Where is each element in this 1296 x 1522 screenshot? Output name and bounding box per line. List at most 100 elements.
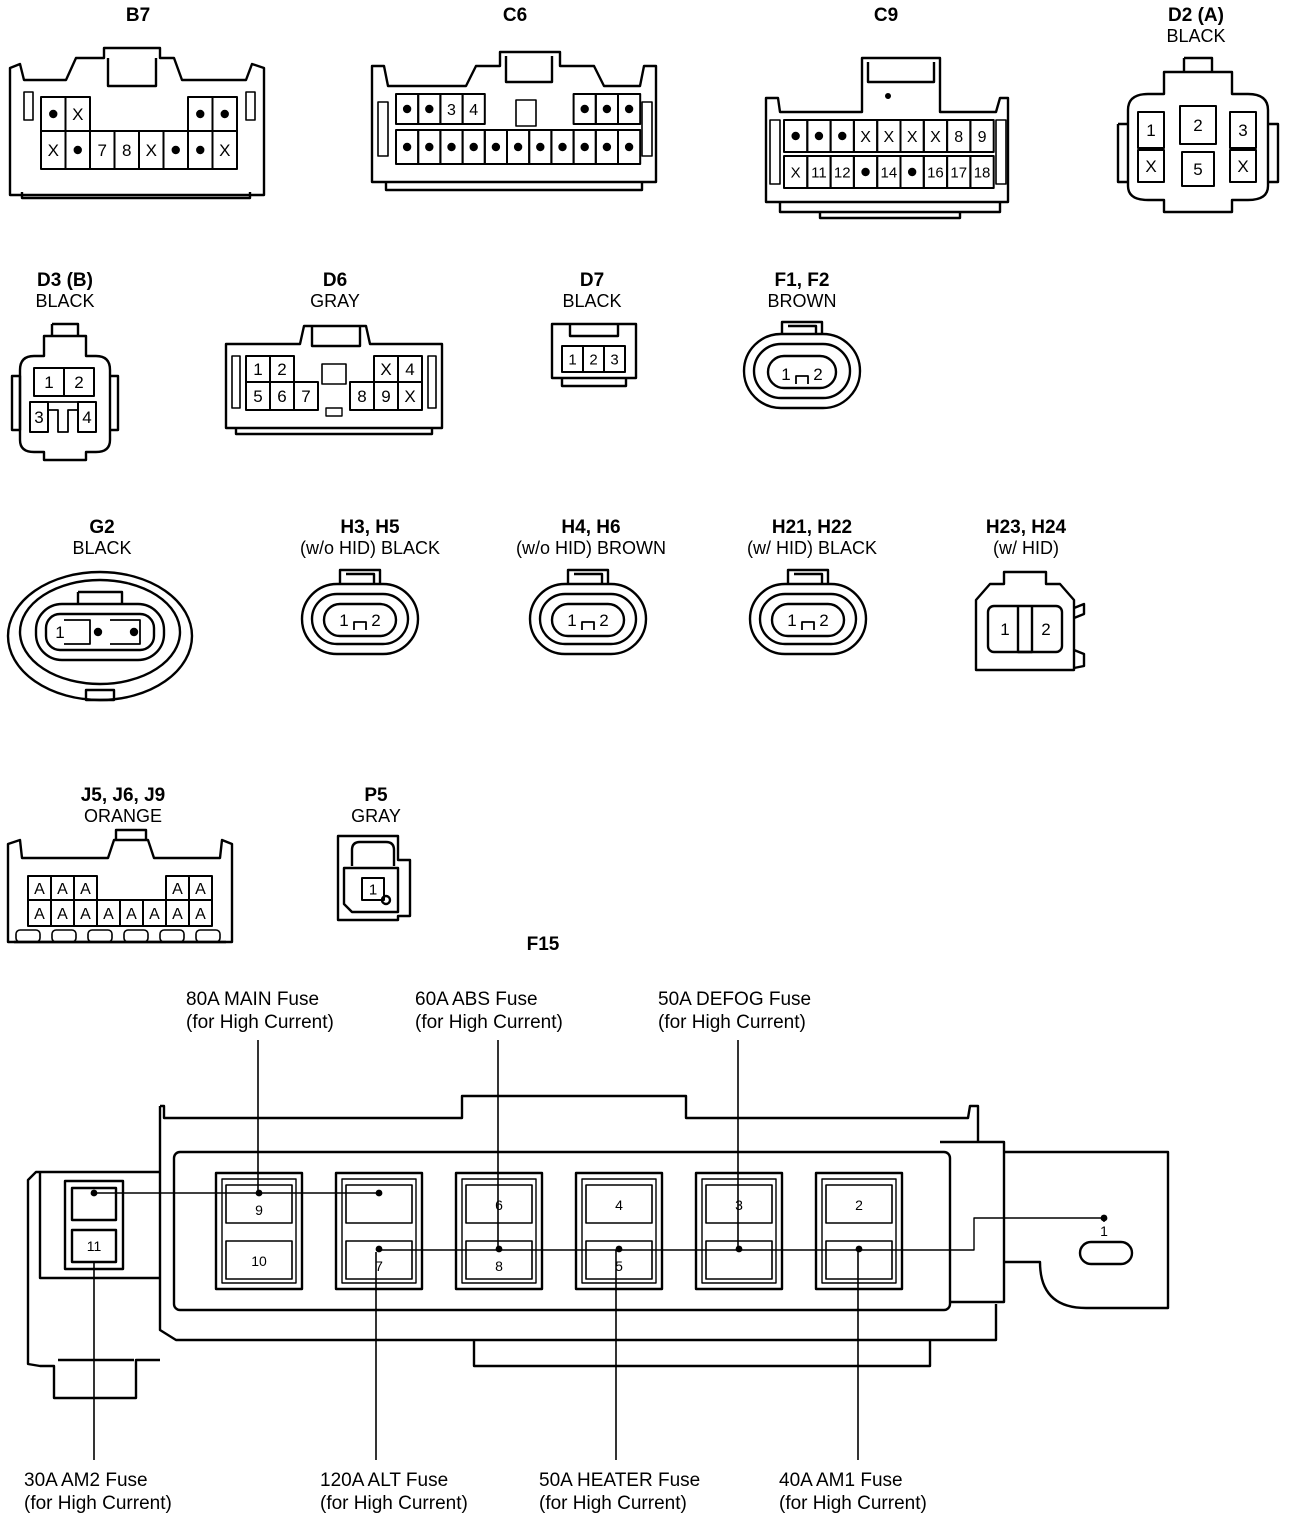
pin-cell: 2 xyxy=(63,367,95,397)
pin-cell: X xyxy=(876,119,902,153)
pin-cell: A xyxy=(119,899,144,927)
pin-label: A xyxy=(195,881,206,898)
pin-cell: 1 xyxy=(33,367,65,397)
pin-label: 1 xyxy=(44,373,53,392)
connector-color: (w/ HID) BLACK xyxy=(746,538,878,558)
pin-label: 11 xyxy=(811,164,827,181)
connector-id: P5 xyxy=(364,785,388,806)
pin-dot xyxy=(196,145,205,155)
pin-cell: 14 xyxy=(876,155,902,189)
pin-label: 16 xyxy=(927,164,944,181)
pin-cell xyxy=(617,93,642,125)
pin-cell: 16 xyxy=(922,155,949,189)
label-f15: F15 xyxy=(493,934,593,955)
callout-line1: 50A HEATER Fuse xyxy=(539,1470,701,1491)
callout-line1: 40A AM1 Fuse xyxy=(779,1470,903,1491)
callout-am2: 30A AM2 Fuse(for High Current) xyxy=(24,1469,172,1515)
connector-color: GRAY xyxy=(310,291,360,311)
callout-abs: 60A ABS Fuse(for High Current) xyxy=(415,988,563,1034)
pin-cell: X xyxy=(397,381,423,411)
connector-id: H4, H6 xyxy=(561,517,621,538)
pin-label: A xyxy=(57,906,68,923)
pin-cell: X xyxy=(64,96,91,132)
pin-label: 2 xyxy=(1041,620,1050,639)
pin-cell: A xyxy=(188,875,213,901)
pin-cell: A xyxy=(73,899,98,927)
pin-label: 2 xyxy=(74,373,83,392)
pin-dot xyxy=(602,104,612,114)
connector-id: D7 xyxy=(579,270,605,291)
pin-label: X xyxy=(884,129,895,146)
pin-cell: X xyxy=(138,130,165,170)
pin-dot xyxy=(402,104,412,114)
connector-id: C6 xyxy=(502,5,528,26)
pin-label: 1 xyxy=(1146,121,1155,140)
pin-cell: X xyxy=(852,119,879,153)
pin-label: 1 xyxy=(253,360,262,379)
pin-label: 9 xyxy=(381,387,390,406)
pin-cell: 11 xyxy=(806,155,832,189)
pin-label: X xyxy=(907,129,918,146)
pin-cell: 8 xyxy=(113,130,140,170)
pin-label: 1 xyxy=(339,611,348,630)
pin-cell: 7 xyxy=(89,130,116,170)
pin-label: 12 xyxy=(834,164,851,181)
label-c6: C6 xyxy=(465,5,565,26)
pin-label: X xyxy=(860,129,871,146)
terminal-label: 9 xyxy=(255,1202,263,1218)
pin-label: 2 xyxy=(371,611,380,630)
pin-cell xyxy=(528,129,553,165)
pin-cell: 17 xyxy=(946,155,972,189)
pin-cell xyxy=(417,93,442,125)
pin-label: 2 xyxy=(589,351,597,368)
pin-label: 1 xyxy=(55,623,64,642)
connector-id: D6 xyxy=(322,270,348,291)
pin-cell: A xyxy=(165,899,190,927)
pin-label: 9 xyxy=(978,129,987,146)
terminal-label: 5 xyxy=(615,1258,623,1274)
pin-cell: X xyxy=(922,119,949,153)
pin-cell: 9 xyxy=(373,381,399,411)
pin-dot xyxy=(602,142,612,152)
pin-label: 1 xyxy=(568,351,576,368)
callout-line1: 120A ALT Fuse xyxy=(320,1470,449,1491)
callout-line1: 50A DEFOG Fuse xyxy=(658,989,812,1010)
connector-id: D2 (A) xyxy=(1168,5,1224,26)
pin-label: 7 xyxy=(301,387,310,406)
pin-cell: 3 xyxy=(29,401,49,433)
pin-cell xyxy=(617,129,642,165)
pin-label: 8 xyxy=(357,387,366,406)
pin-label: 1 xyxy=(1000,620,1009,639)
pin-cell: 2 xyxy=(1179,105,1217,145)
pin-dot xyxy=(425,142,434,152)
connector-p5: 1 xyxy=(336,834,412,922)
pin-label: 2 xyxy=(599,611,608,630)
connector-color: ORANGE xyxy=(83,806,162,826)
pin-dot xyxy=(73,145,82,155)
pin-cell xyxy=(395,93,420,125)
connector-color: BLACK xyxy=(562,291,622,311)
terminal-label: 3 xyxy=(735,1197,743,1213)
pin-label: 3 xyxy=(1238,121,1247,140)
fuse-slot xyxy=(814,1171,904,1291)
pin-cell: X xyxy=(1137,149,1165,183)
label-d2: D2 (A)BLACK xyxy=(1136,5,1256,47)
pin-cell: X xyxy=(1229,149,1257,183)
pin-dot xyxy=(907,167,917,177)
fuse-slot xyxy=(334,1171,424,1291)
label-b7: B7 xyxy=(88,5,188,26)
pin-dot xyxy=(491,142,501,152)
pin-label: 1 xyxy=(787,611,796,630)
pin-label: 2 xyxy=(1193,116,1202,135)
pin-cell: 18 xyxy=(969,155,995,189)
pin-dot xyxy=(513,142,523,152)
connector-color: GRAY xyxy=(351,806,401,826)
